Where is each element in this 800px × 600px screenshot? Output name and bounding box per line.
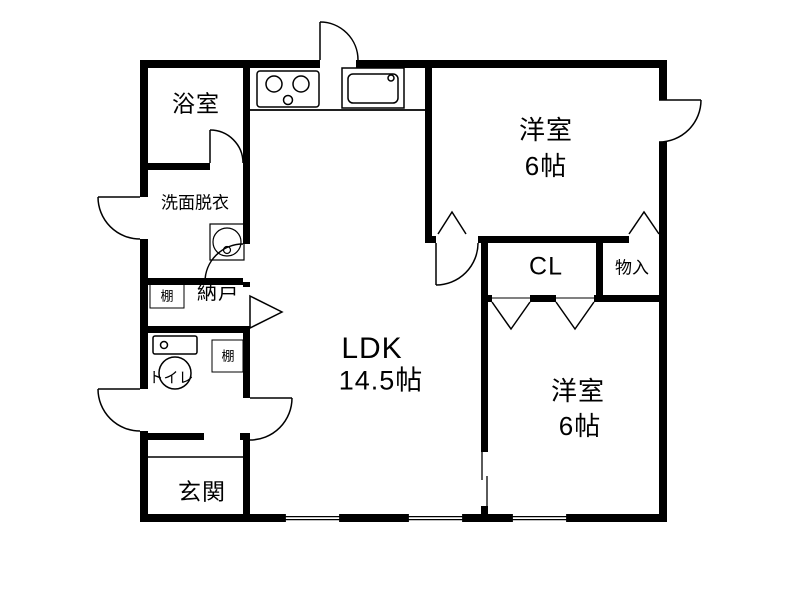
kitchen-sink-icon bbox=[341, 67, 405, 109]
doors bbox=[97, 21, 702, 441]
door-markers bbox=[249, 210, 660, 506]
wall-segment bbox=[148, 278, 243, 285]
wall-segment bbox=[488, 295, 492, 302]
wall-segment bbox=[140, 514, 285, 522]
wall-segment bbox=[340, 514, 408, 522]
wall-segment bbox=[425, 236, 436, 243]
wall-segment bbox=[567, 514, 667, 522]
wall-segment bbox=[240, 433, 250, 440]
room-size-bedroom-top: 6帖 bbox=[524, 151, 568, 181]
wall-segment bbox=[140, 60, 148, 197]
storeroom-door-triangle-icon bbox=[249, 294, 284, 330]
washroom-exterior-door-icon bbox=[97, 196, 141, 240]
bathroom-door-icon bbox=[209, 129, 244, 164]
kitchen-back-door-icon bbox=[319, 21, 359, 61]
washbasin-icon bbox=[209, 223, 245, 261]
storage-fold-door-icon bbox=[628, 210, 660, 235]
label-shelf-toilet: 棚 bbox=[221, 348, 235, 364]
room-label-storeroom: 納戸 bbox=[197, 282, 239, 304]
room-label-entrance: 玄関 bbox=[178, 478, 226, 505]
wall-segment bbox=[140, 239, 148, 389]
room-label-closet: CL bbox=[529, 252, 563, 281]
room-size-ldk: 14.5帖 bbox=[338, 365, 424, 396]
wall-segment bbox=[659, 60, 667, 100]
wall-segment bbox=[148, 163, 210, 170]
wall-segment bbox=[463, 514, 512, 522]
wall-segment bbox=[481, 236, 488, 452]
closet-fold-door-left-icon bbox=[491, 301, 531, 331]
wall-segment bbox=[594, 295, 659, 302]
room-label-bathroom: 浴室 bbox=[172, 90, 220, 117]
wall-segment bbox=[478, 236, 629, 243]
fixtures bbox=[148, 67, 425, 458]
room-label-toilet: トイレ bbox=[148, 369, 194, 387]
bedroom-top-exterior-door-icon bbox=[658, 99, 702, 143]
hall-door-icon bbox=[249, 397, 293, 441]
stove-icon bbox=[256, 70, 320, 108]
room-label-bedroom-top: 洋室 bbox=[518, 115, 574, 145]
wall-segment bbox=[243, 326, 250, 398]
bedroom-top-fold-left-icon bbox=[437, 210, 467, 235]
room-label-ldk: LDK bbox=[341, 332, 403, 365]
wall-segment bbox=[140, 431, 148, 522]
window-bedroom-bottom-icon bbox=[511, 514, 568, 522]
wall-segment bbox=[596, 243, 603, 295]
window-ldk-right-icon bbox=[407, 514, 464, 522]
room-label-washroom: 洗面脱衣 bbox=[161, 193, 229, 213]
toilet-exterior-door-icon bbox=[97, 388, 141, 432]
wall-segment bbox=[140, 60, 320, 68]
bedroom-bottom-sliding-door-icon bbox=[481, 450, 488, 506]
toilet-icon bbox=[152, 335, 198, 390]
shelf-box-toilet bbox=[211, 339, 244, 373]
window-ldk-left-icon bbox=[284, 514, 341, 522]
wall-segment bbox=[243, 68, 250, 244]
wall-segment bbox=[481, 506, 488, 514]
label-shelf-storeroom: 棚 bbox=[160, 288, 174, 304]
wall-segment bbox=[425, 68, 432, 243]
wall-segment bbox=[243, 440, 250, 514]
shelf-box-storeroom bbox=[149, 283, 185, 309]
wall-segment bbox=[243, 282, 250, 287]
bedroom-top-door-icon bbox=[435, 242, 479, 286]
inner-walls bbox=[148, 68, 659, 514]
room-label-bedroom-bottom: 洋室 bbox=[550, 376, 606, 406]
wall-segment bbox=[148, 433, 204, 440]
windows bbox=[284, 514, 568, 522]
wall-segment bbox=[659, 142, 667, 522]
outer-walls bbox=[140, 60, 667, 522]
washroom-door-icon bbox=[204, 243, 244, 283]
room-label-storage: 物入 bbox=[615, 258, 649, 278]
room-size-bedroom-bottom: 6帖 bbox=[558, 411, 602, 441]
wall-segment bbox=[356, 60, 667, 68]
wall-segment bbox=[148, 326, 243, 333]
closet-fold-door-right-icon bbox=[555, 301, 595, 331]
